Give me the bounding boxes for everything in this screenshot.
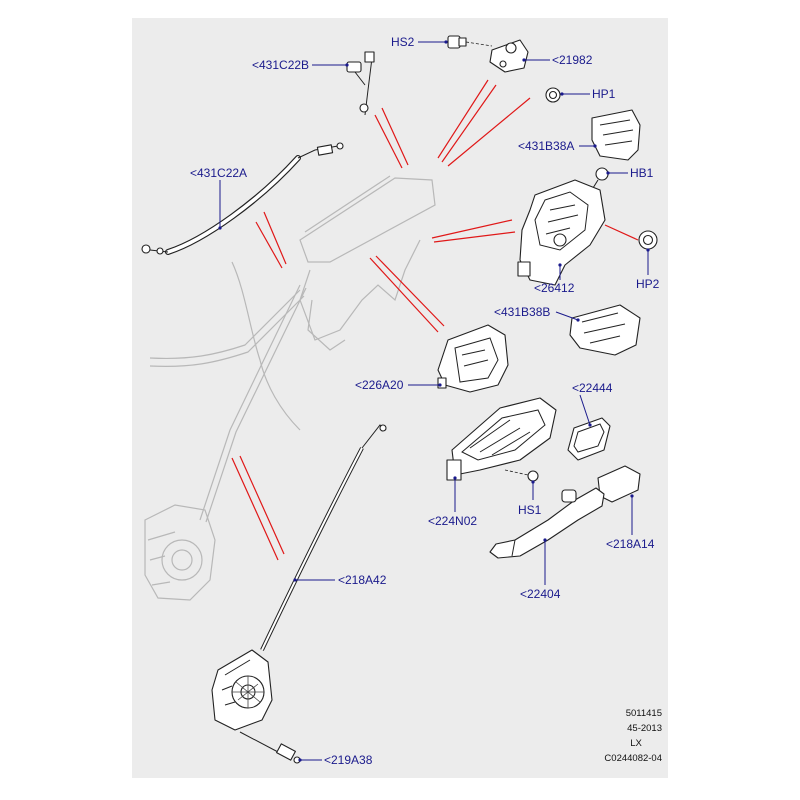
part-431C22A-cable [141,142,344,255]
label-HB1: HB1 [630,166,654,180]
label-HS1: HS1 [518,503,542,517]
label-HP1: HP1 [592,87,616,101]
label-HP2: HP2 [636,277,660,291]
label-22404: <22404 [520,587,561,601]
label-431B38B: <431B38B [494,305,550,319]
part-21982-bracket [489,39,529,73]
part-224N02-carrier [446,397,557,481]
part-431B38A-cover [591,109,641,161]
part-431C22B-rod [346,51,375,116]
part-HP2-plug [638,230,658,250]
part-219A38-latch [211,649,301,764]
part-labels: <431C22B HS2 <21982 HP1 <431B38A HB1 <43… [190,35,660,767]
footer-code-2: 45-2013 [627,723,662,734]
label-218A14: <218A14 [606,537,655,551]
label-HS2: HS2 [391,35,415,49]
label-431B38A: <431B38A [518,139,574,153]
part-218A14-handle-cap [597,465,641,503]
part-226A20-bracket [437,324,509,393]
ghost-door-assembly [144,175,436,601]
part-HS2-bolt [447,35,493,49]
label-224N02: <224N02 [428,514,477,528]
part-HP1-plug [545,87,561,103]
label-21982: <21982 [552,53,593,67]
diagram-background-panel [132,18,668,778]
footer-code-4: C0244082-04 [604,753,662,764]
red-indicator-lines [231,79,639,561]
label-218A42: <218A42 [338,573,387,587]
part-431B38B-cover [569,304,641,356]
part-HS1-screw [504,469,539,482]
part-26412-latch-housing [517,179,606,286]
label-22444: <22444 [572,381,613,395]
footer-reference-codes: 5011415 45-2013 LX C0244082-04 [604,708,662,764]
label-26412: <26412 [534,281,575,295]
label-226A20: <226A20 [355,378,404,392]
label-leaders [218,40,650,762]
part-218A42-cable [260,424,387,651]
label-431C22B: <431C22B [252,58,309,72]
footer-code-1: 5011415 [626,708,662,719]
footer-code-3: LX [630,738,642,749]
label-219A38: <219A38 [324,753,373,767]
label-431C22A: <431C22A [190,166,247,180]
part-22404-outer-handle [489,487,605,559]
part-22444-gasket [567,417,611,461]
